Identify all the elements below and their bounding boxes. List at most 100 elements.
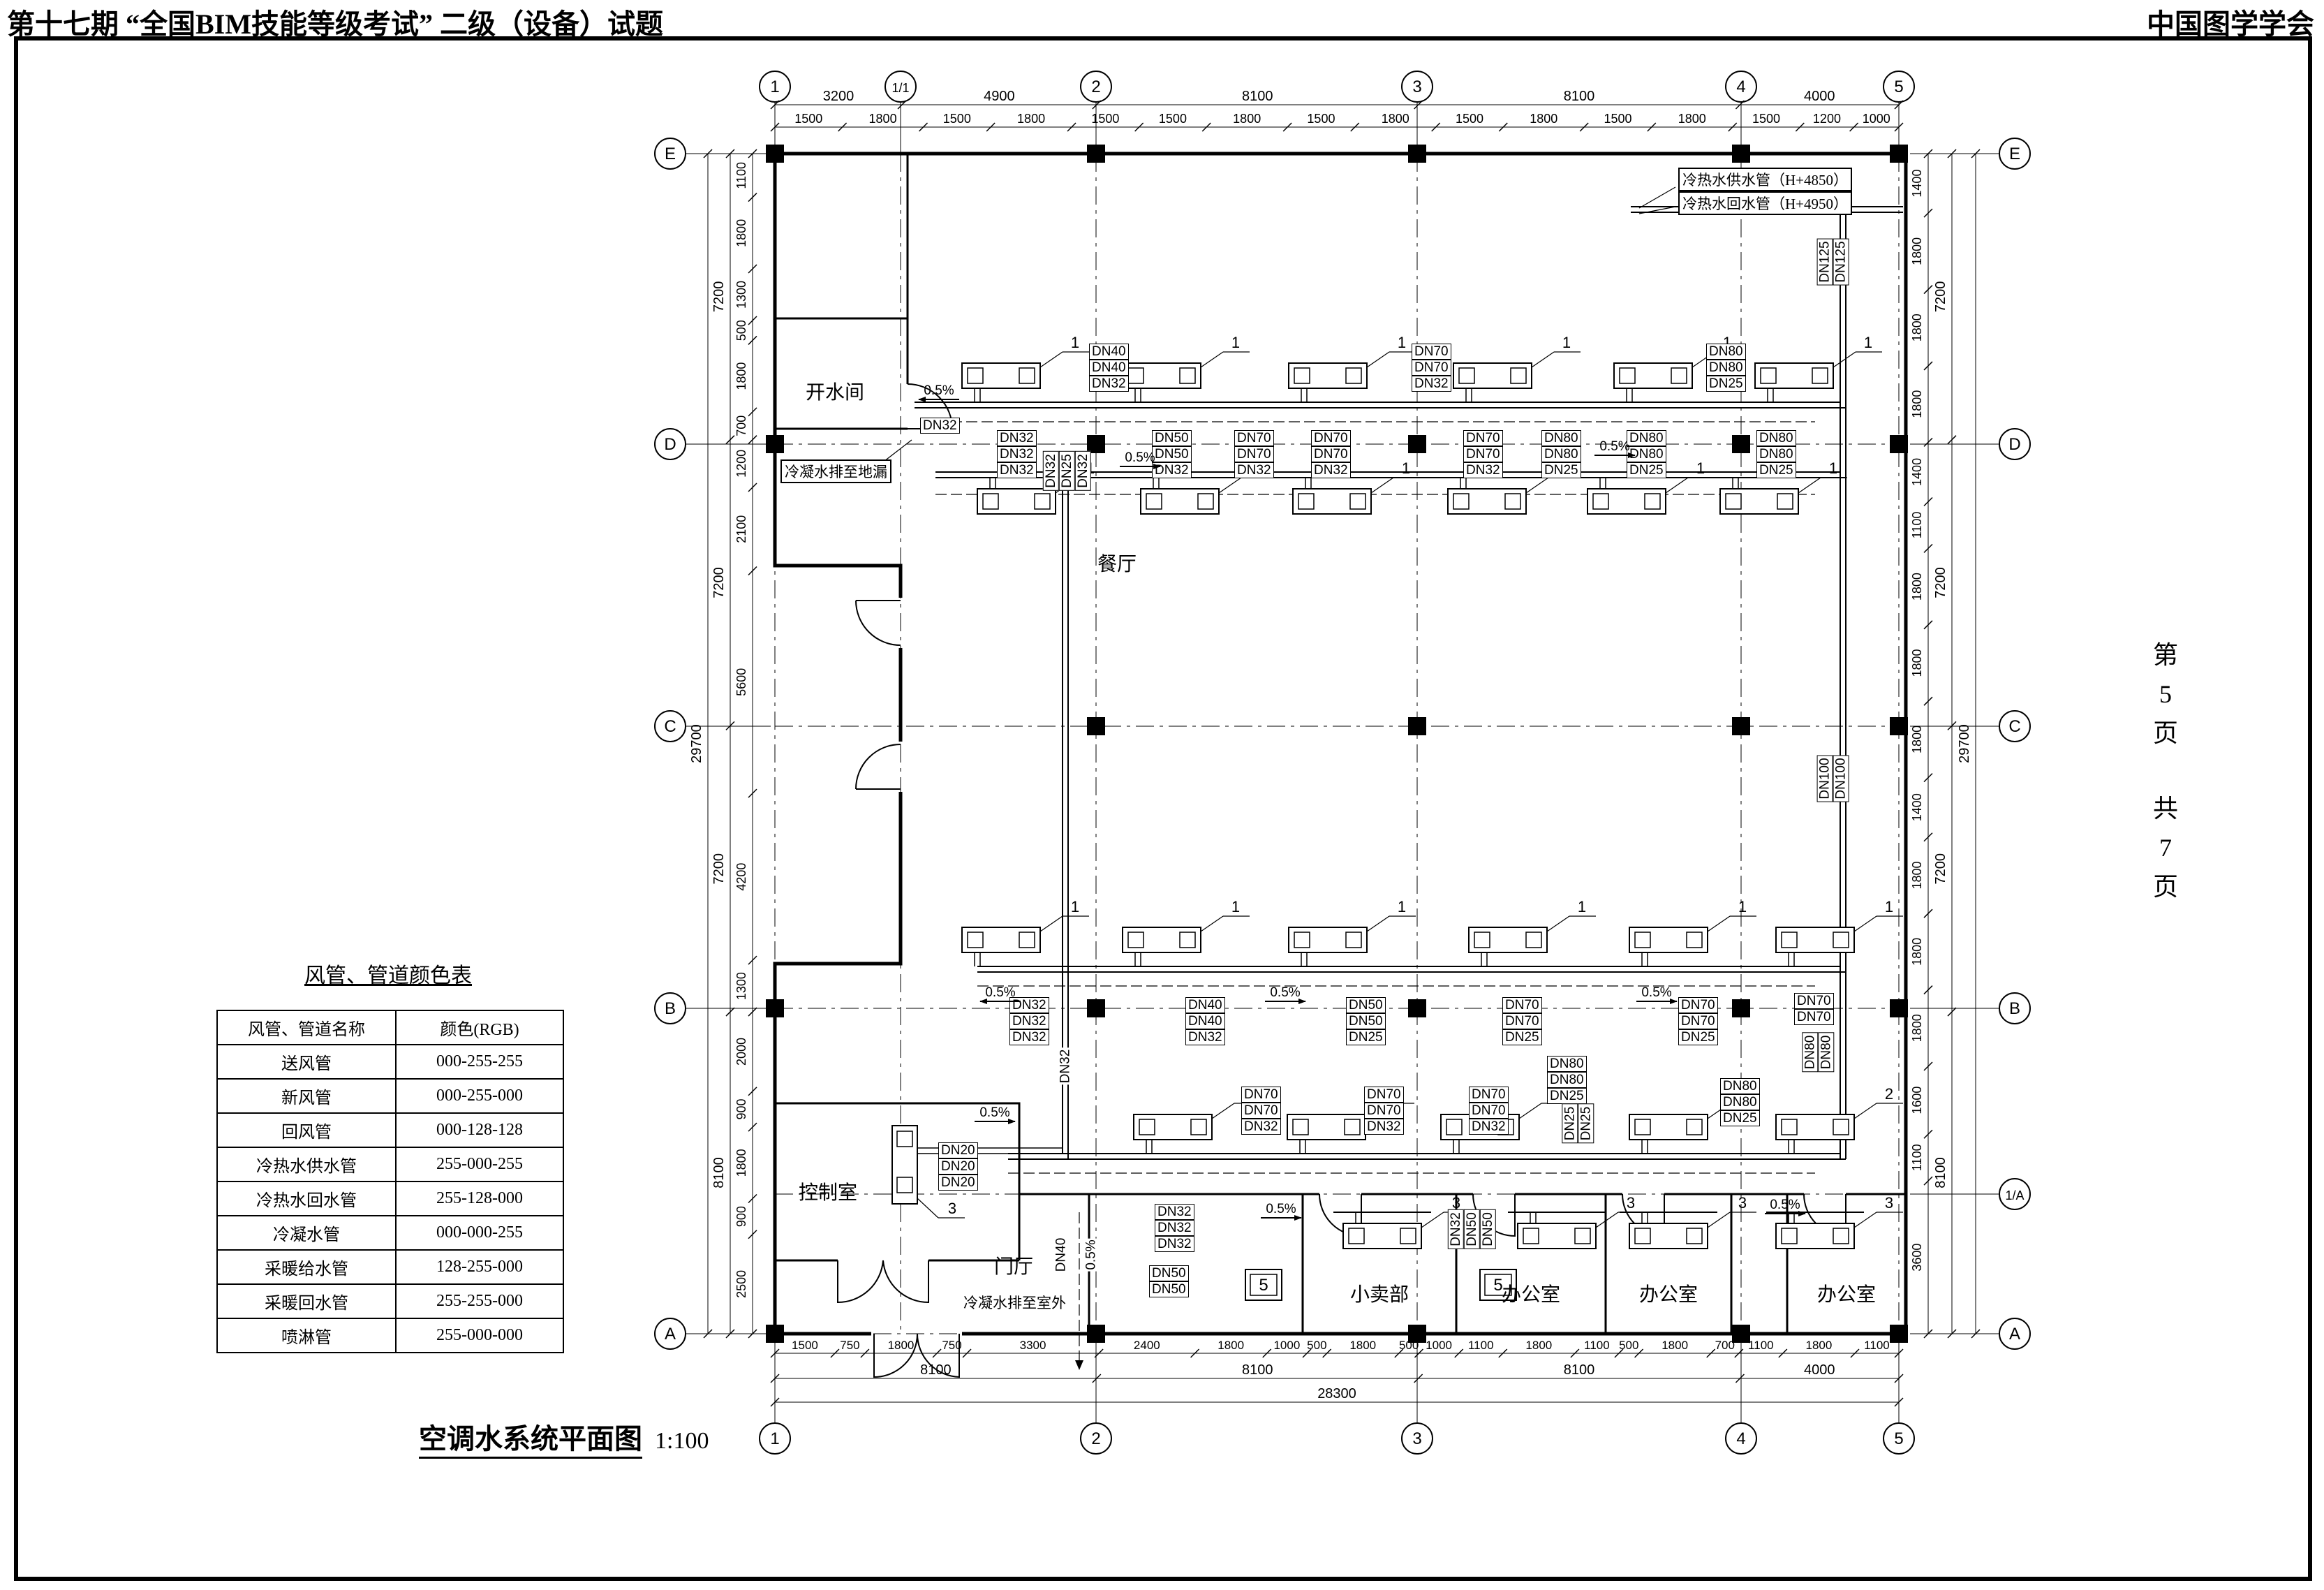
pipe-size-line: DN70 [1234,446,1274,462]
pipe-size-line: DN80 [1547,1056,1587,1072]
structural-column [766,145,784,163]
dimension-label: 1500 [1307,112,1335,126]
slope-label: 0.5% [979,986,1021,1004]
dimension-tick [838,122,848,132]
grid-bubble-label: 2 [1091,78,1100,96]
dimension-label: 750 [942,1339,961,1352]
pipe-size-line: DN25 [1346,1029,1386,1045]
fan-coil-inner [1812,367,1828,384]
pipe-size-line: DN80 [1802,1032,1819,1073]
slope-text: 0.5% [1641,985,1672,1000]
tag-leader [1707,1212,1731,1228]
grid-bubble-label: E [665,145,676,163]
pipe-size-line: DN70 [1234,430,1274,446]
dimension-label: 7200 [711,853,727,885]
fan-coil-inner [1634,1119,1651,1135]
dimension-tick [1414,1374,1423,1383]
fan-coil-inner [1344,1119,1361,1135]
structural-column [766,1325,784,1343]
tag-leader [1366,351,1390,368]
dimension-tick [1614,1348,1624,1358]
fan-coil-inner [1644,493,1661,510]
tag-leader [1798,477,1821,494]
slope-text: 0.5% [979,1105,1010,1120]
dimension-tick [1498,122,1508,132]
equipment-tag: 1 [1402,459,1410,477]
duct-name-cell: 冷热水回水管 [216,1181,397,1216]
pipe-size-line: DN70 [1794,1009,1834,1025]
dimension-tick [1947,1329,1957,1339]
dimension-tick [1923,1329,1933,1339]
equipment-tag: 1 [1578,898,1586,915]
pipe-size-line: DN25 [1756,462,1796,478]
pipe-size-line: DN32 [1009,1029,1049,1045]
dimension-tick [748,264,757,274]
dimension-tick [1262,1348,1272,1358]
dimension-label: 1800 [1017,112,1045,126]
dimension-label: 1800 [869,112,897,126]
dimension-tick [860,1348,870,1358]
dimension-tick [1647,122,1657,132]
pipe-size-line: DN32 [1185,1029,1225,1045]
dimension-label: 1500 [792,1339,818,1352]
dimension-tick [1923,985,1933,995]
structural-column [1732,435,1750,453]
grid-bubble-label: D [664,435,676,454]
dimension-label: 1800 [1910,938,1924,966]
rgb-value-cell: 000-000-255 [395,1215,564,1251]
dimension-tick [748,1007,757,1017]
rgb-value-cell: 000-128-128 [395,1112,564,1148]
pipe-size-line: DN40 [1089,360,1129,376]
pipe-size-line: DN25 [1541,462,1581,478]
dimension-label: 1400 [1910,458,1924,486]
dimension-label: 1100 [1468,1339,1494,1352]
fan-coil-inner [1139,1119,1155,1135]
tag-leader [1211,1103,1235,1119]
dimension-label: 1400 [1910,793,1924,821]
fan-coil-unit [1613,362,1693,389]
fan-coil-inner [1197,493,1214,510]
dimension-tick [748,1122,757,1132]
annotation: 冷热水供水管（H+4850） [1678,168,1853,191]
dimension-label: 1500 [943,112,971,126]
dimension-label: 7200 [711,567,727,598]
sheet-title: 第十七期 “全国BIM技能等级考试” 二级（设备）试题 [7,8,663,40]
pipe-size-line: DN80 [1541,446,1581,462]
equipment-tag: 1 [1829,459,1837,477]
page-number-char: 页 [2152,873,2178,901]
dimension-tick [918,122,928,132]
pipe-size-line: DN80 [1706,344,1746,360]
slope-text: 0.5% [1266,1202,1296,1216]
dimension-tick [748,193,757,203]
equipment-tag: 1 [1398,898,1406,915]
fan-coil-inner [982,493,999,510]
pipe-size-line: DN32 [1155,1220,1194,1236]
fan-coil-inner [1190,1119,1207,1135]
page-number-char: 5 [2159,680,2172,708]
dimension-label: 1800 [1910,314,1924,341]
dimension-tick [748,1087,757,1096]
pipe-size-line: DN32 [1042,451,1059,491]
pipe-size-line: DN32 [997,446,1037,462]
slope-arrow [975,1119,1016,1124]
col-header-name: 风管、管道名称 [216,1010,397,1045]
dimension-label: 1500 [1604,112,1631,126]
fan-coil-inner [1510,367,1527,384]
grid-bubble-label: C [664,717,676,736]
pipe-size-line: DN80 [1627,446,1666,462]
page-number-char: 共 [2152,795,2178,823]
dimension-label: 1800 [1349,1339,1376,1352]
dimension-tick [725,721,735,730]
pipe-size-line: DN32 [1089,376,1129,392]
pipe-size-line: DN25 [1058,451,1075,491]
tag-leader [1853,915,1877,932]
slope-arrow [979,999,1021,1004]
dimension-tick [748,407,757,417]
dimension-tick [725,1007,735,1017]
